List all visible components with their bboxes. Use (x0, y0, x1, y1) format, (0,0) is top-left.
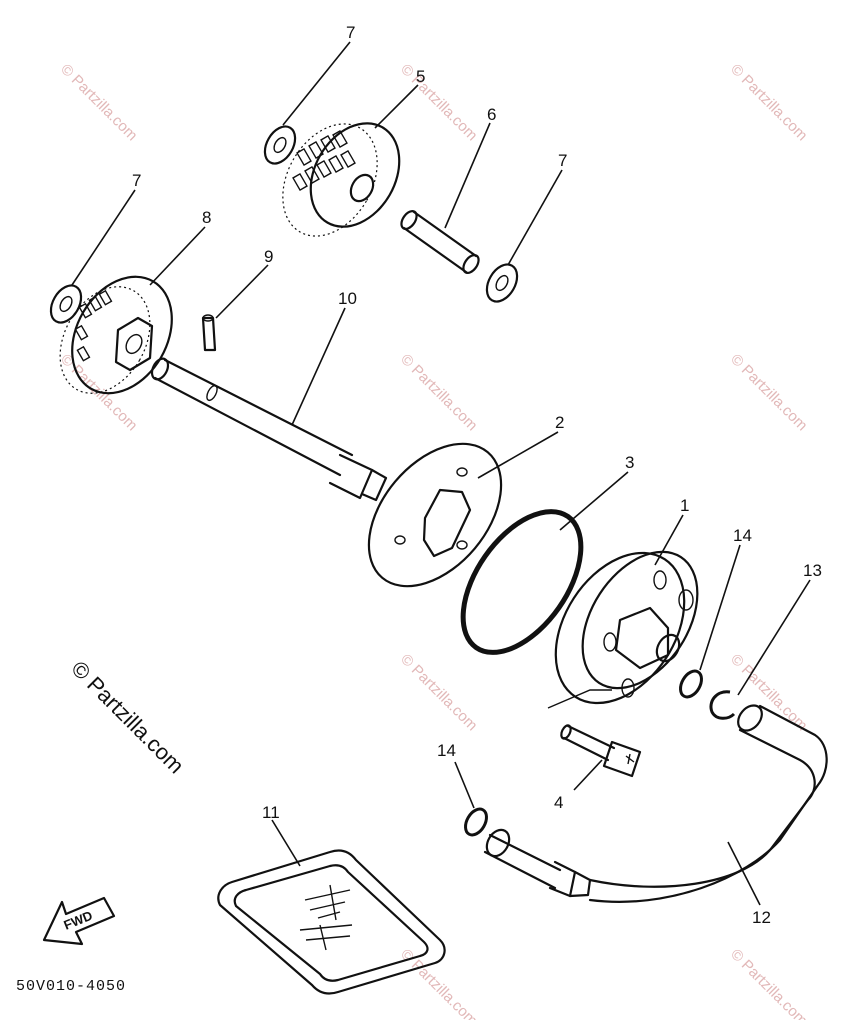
callout-6: 6 (487, 105, 496, 124)
part-8-gear (59, 275, 173, 395)
watermark-text: © Partzilla.com (57, 61, 140, 144)
part-7-washer-right (485, 263, 519, 303)
part-9-dowel (201, 314, 217, 352)
part-14-o-ring-lower (464, 807, 488, 837)
callout-5: 5 (416, 67, 425, 86)
callout-2: 2 (555, 413, 564, 432)
watermark-text: © Partzilla.com (727, 946, 810, 1020)
fwd-label: FWD (62, 908, 95, 933)
callout-1: 1 (680, 496, 689, 515)
callout-4: 4 (554, 793, 563, 812)
watermark-text: © Partzilla.com (397, 651, 480, 734)
part-11-filter-screen (217, 849, 446, 995)
callout-7: 7 (346, 23, 355, 42)
drawing-code: 50V010-4050 (16, 978, 126, 995)
watermark-text: © Partzilla.com (397, 351, 480, 434)
callout-7: 7 (132, 171, 141, 190)
fwd-arrow-icon: FWD (42, 896, 116, 946)
part-4-screw (547, 689, 642, 778)
part-7-washer-top (263, 125, 297, 165)
watermark-text: © Partzilla.com (397, 61, 480, 144)
part-14-o-ring-upper (679, 669, 703, 699)
callout-labels: 7 5 6 7 7 8 9 10 2 3 1 14 13 4 14 11 12 (132, 23, 822, 927)
part-6-pin (400, 210, 480, 274)
part-2-plate (367, 442, 503, 588)
watermark-text: © Partzilla.com (727, 61, 810, 144)
part-13-circlip (709, 690, 736, 720)
watermark-text: © Partzilla.com (727, 351, 810, 434)
callout-8: 8 (202, 208, 211, 227)
part-10-shaft (150, 357, 388, 502)
callout-9: 9 (264, 247, 273, 266)
callout-3: 3 (625, 453, 634, 472)
callout-10: 10 (338, 289, 357, 308)
callout-12: 12 (752, 908, 771, 927)
part-12-pipe (483, 704, 828, 903)
callout-7: 7 (558, 151, 567, 170)
callout-13: 13 (803, 561, 822, 580)
part-1-pump-body (554, 550, 699, 705)
callout-14: 14 (437, 741, 456, 760)
watermark-layer: © Partzilla.com © Partzilla.com © Partzi… (57, 61, 810, 1020)
leader-lines (71, 41, 811, 906)
watermark-text: © Partzilla.com (397, 946, 480, 1020)
callout-11: 11 (262, 803, 280, 822)
callout-14: 14 (733, 526, 752, 545)
watermark-text-large: © Partzilla.com (66, 656, 189, 779)
part-7-washer-left (49, 284, 83, 324)
part-5-gear (282, 122, 401, 237)
part-3-o-ring (460, 509, 584, 655)
